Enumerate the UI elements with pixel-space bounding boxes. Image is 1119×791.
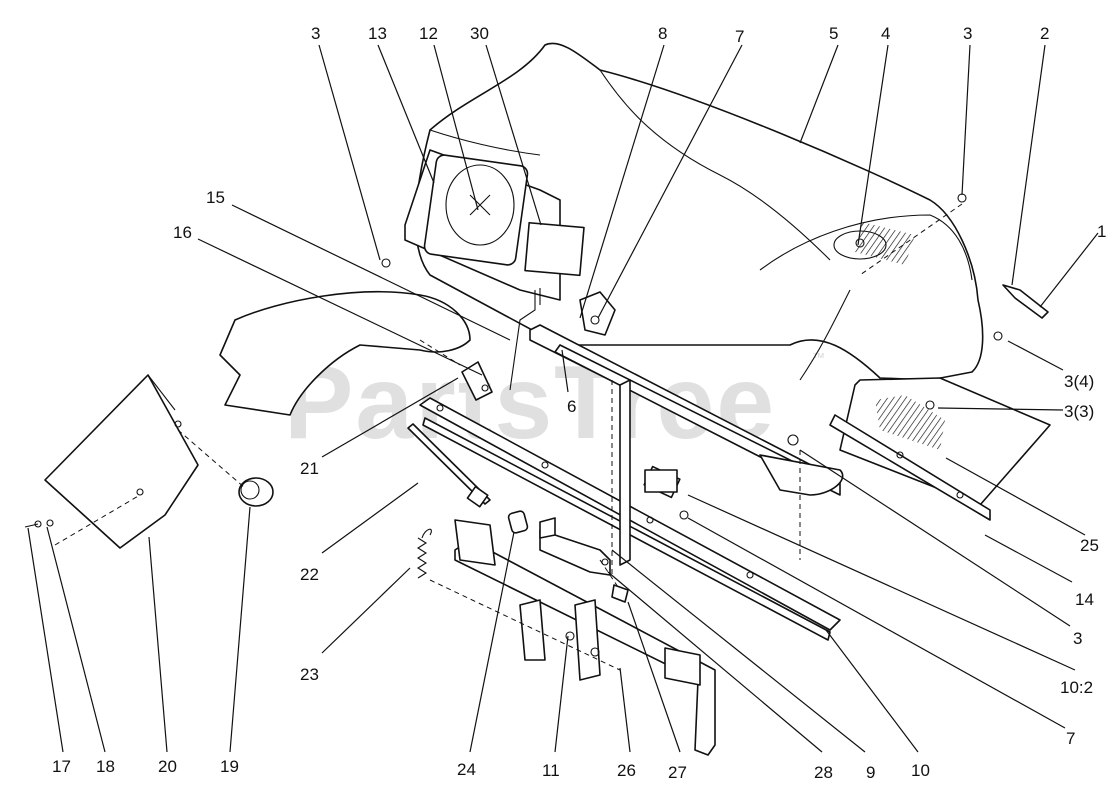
part-25-side-panel: [839, 377, 1051, 506]
callout-10: 10: [911, 761, 930, 780]
callout-3-4: 3(4): [1064, 372, 1094, 391]
callout-6: 6: [567, 397, 576, 416]
callout-27: 27: [668, 763, 687, 782]
screw-3-right: [787, 434, 799, 446]
callout-labels: 3 13 12 30 8 7 5 4 3 2 1 15 16 3(4) 3(3)…: [52, 24, 1106, 782]
part-15-rod: [509, 288, 541, 391]
callout-16: 16: [173, 223, 192, 242]
part-14-rail: [829, 414, 991, 521]
callout-1: 1: [1097, 222, 1106, 241]
callout-5: 5: [829, 24, 838, 43]
screw-7-bottom: [679, 510, 689, 520]
watermark: PartsTree: [284, 345, 776, 461]
callout-30: 30: [470, 24, 489, 43]
part-17-18-bolt: [24, 519, 54, 528]
part-6-angle-bar: [529, 324, 844, 496]
part-5-hood: [404, 42, 984, 381]
callout-28: 28: [814, 763, 833, 782]
screw-3-4: [993, 331, 1003, 341]
screw-3-top-left: [381, 258, 391, 268]
callout-17: 17: [52, 757, 71, 776]
part-21-knob: [461, 361, 493, 401]
part-19-cap: [238, 477, 274, 507]
callout-4: 4: [881, 24, 890, 43]
callout-26: 26: [617, 761, 636, 780]
callout-15: 15: [206, 188, 225, 207]
part-20-chute: [44, 374, 199, 549]
callout-23: 23: [300, 665, 319, 684]
callout-22: 22: [300, 565, 319, 584]
callout-7-bottom: 7: [1066, 729, 1075, 748]
part-27-bolt: [611, 584, 629, 603]
callout-20: 20: [158, 757, 177, 776]
callout-9: 9: [866, 763, 875, 782]
part-23-spring: [416, 528, 432, 579]
callout-14: 14: [1075, 590, 1094, 609]
callout-7-top: 7: [735, 27, 744, 46]
leader-lines: [27, 44, 1099, 753]
decal-10-2: [644, 469, 678, 493]
part-16-shield: [219, 291, 471, 416]
part-24-bushing: [507, 510, 529, 534]
callout-24: 24: [457, 760, 476, 779]
watermark-trademark: ™: [812, 350, 825, 365]
screw-3-3: [925, 400, 935, 410]
part-1-2-clip: [1002, 284, 1049, 319]
callout-8: 8: [658, 24, 667, 43]
screw-3-top-right: [957, 193, 967, 203]
callout-3-3: 3(3): [1064, 402, 1094, 421]
callout-18: 18: [96, 757, 115, 776]
callout-12: 12: [419, 24, 438, 43]
callout-11: 11: [542, 761, 560, 780]
callout-3-top-right: 3: [963, 24, 972, 43]
callout-3-right: 3: [1073, 629, 1082, 648]
part-26-lever: [454, 519, 716, 756]
callout-10-2: 10:2: [1060, 678, 1093, 697]
part-22-rod: [407, 423, 491, 508]
callout-19: 19: [220, 757, 239, 776]
part-28-bracket: [539, 517, 611, 576]
callout-13: 13: [368, 24, 387, 43]
callout-25: 25: [1080, 536, 1099, 555]
callout-2: 2: [1040, 24, 1049, 43]
callout-3-top-left: 3: [311, 24, 320, 43]
callout-21: 21: [300, 459, 319, 478]
